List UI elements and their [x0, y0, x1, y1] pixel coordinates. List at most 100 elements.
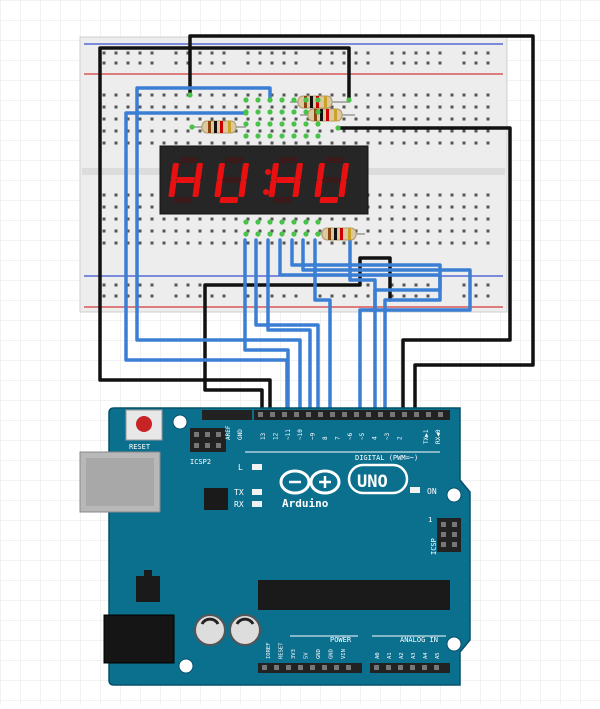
hole	[354, 61, 358, 65]
connected-hole	[255, 121, 261, 127]
hole	[138, 205, 142, 209]
header-pin	[438, 412, 443, 417]
icsp-header	[437, 518, 461, 552]
connected-hole	[267, 133, 273, 139]
hole	[102, 51, 106, 55]
segment-d	[219, 197, 239, 203]
hole	[378, 217, 382, 221]
power-pin-label: VIN	[341, 649, 347, 659]
hole	[390, 93, 394, 97]
hole	[354, 105, 358, 109]
segment-b	[340, 163, 349, 180]
hole	[102, 241, 106, 245]
hole	[150, 193, 154, 197]
reset-button-cap[interactable]	[136, 416, 152, 432]
hole	[210, 141, 214, 145]
hole	[150, 205, 154, 209]
segment-e	[314, 180, 323, 197]
led-tx	[252, 489, 262, 495]
hole	[246, 129, 250, 133]
connected-hole	[267, 109, 273, 115]
hole	[354, 241, 358, 245]
hole	[210, 294, 214, 298]
header-pin	[334, 665, 339, 670]
on-label: ON	[427, 487, 437, 496]
hole	[222, 294, 226, 298]
hole	[270, 141, 274, 145]
header-pin	[282, 412, 287, 417]
hole	[282, 217, 286, 221]
analog-pin-label: A5	[435, 652, 441, 659]
hole	[294, 229, 298, 233]
hole	[474, 51, 478, 55]
hole	[270, 105, 274, 109]
hole	[198, 129, 202, 133]
hole	[462, 129, 466, 133]
hole	[462, 205, 466, 209]
hole	[114, 217, 118, 221]
hole	[162, 217, 166, 221]
segment-e	[268, 180, 277, 197]
digital-pin-label: ~9	[310, 432, 317, 440]
hole	[318, 93, 322, 97]
icsp-label: ICSP	[430, 538, 438, 555]
hole	[270, 61, 274, 65]
segment-f	[216, 163, 225, 180]
connected-hole	[346, 97, 352, 103]
mount-hole-4	[446, 636, 462, 652]
hole	[246, 294, 250, 298]
segment-b	[294, 163, 303, 180]
hole	[462, 51, 466, 55]
hole	[414, 193, 418, 197]
hole	[102, 117, 106, 121]
hole	[426, 217, 430, 221]
hole	[174, 141, 178, 145]
hole	[198, 217, 202, 221]
header-pin	[342, 412, 347, 417]
connected-hole	[255, 109, 261, 115]
resistor-3	[300, 108, 355, 122]
hole	[150, 294, 154, 298]
atmega-chip	[258, 580, 450, 610]
connected-hole	[291, 97, 297, 103]
hole	[438, 193, 442, 197]
connected-hole	[291, 133, 297, 139]
hole	[474, 129, 478, 133]
connected-hole	[279, 231, 285, 237]
icsp2-label: ICSP2	[190, 458, 211, 466]
hole	[294, 105, 298, 109]
connected-hole	[255, 97, 261, 103]
hole	[126, 51, 130, 55]
hole	[402, 117, 406, 121]
hole	[174, 283, 178, 287]
hole	[402, 51, 406, 55]
hole	[414, 51, 418, 55]
hole	[126, 93, 130, 97]
header-pin	[422, 665, 427, 670]
header-pin	[306, 412, 311, 417]
hole	[294, 129, 298, 133]
hole	[438, 141, 442, 145]
hole	[438, 51, 442, 55]
hole	[474, 193, 478, 197]
header-pin	[322, 665, 327, 670]
hole	[114, 141, 118, 145]
segment-e	[214, 180, 223, 197]
connected-hole	[315, 219, 321, 225]
hole	[234, 217, 238, 221]
hole	[342, 61, 346, 65]
segment-d	[173, 197, 193, 203]
hole	[114, 129, 118, 133]
hole	[174, 217, 178, 221]
hole	[414, 141, 418, 145]
hole	[102, 93, 106, 97]
hole	[246, 217, 250, 221]
hole	[138, 93, 142, 97]
hole	[426, 129, 430, 133]
hole	[186, 217, 190, 221]
connected-hole	[189, 124, 195, 130]
hole	[150, 229, 154, 233]
hole	[390, 129, 394, 133]
header-pin	[286, 665, 291, 670]
